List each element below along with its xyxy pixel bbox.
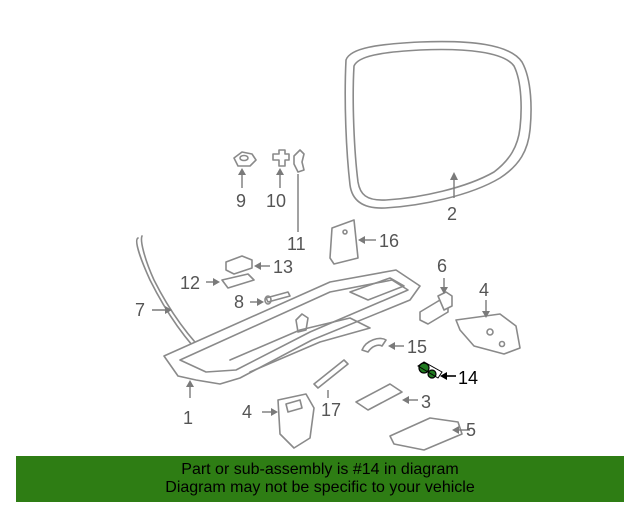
banner-line-2: Diagram may not be specific to your vehi… [165, 479, 475, 496]
part-16-pad[interactable] [329, 219, 359, 265]
part-2-weatherstrip[interactable] [344, 40, 532, 209]
callout-16: 16 [379, 231, 399, 251]
callout-7: 7 [135, 300, 145, 320]
part-10-bumper[interactable] [272, 149, 290, 167]
callout-11: 11 [287, 234, 306, 254]
part-17-strip[interactable] [313, 359, 349, 389]
callout-15: 15 [407, 337, 427, 357]
callout-12: 12 [180, 273, 200, 293]
callout-10: 10 [266, 191, 286, 211]
callout-1: 1 [183, 408, 193, 428]
info-banner: Part or sub-assembly is #14 in diagram D… [16, 456, 624, 502]
part-15-clip[interactable] [361, 337, 387, 353]
part-5-bracket[interactable] [389, 417, 463, 451]
part-11-bracket[interactable] [293, 149, 305, 173]
callout-8: 8 [234, 292, 244, 312]
part-8-bolt[interactable] [264, 291, 291, 305]
callout-4-right: 4 [479, 280, 489, 300]
part-9-clip[interactable] [233, 151, 257, 167]
part-6-actuator[interactable] [419, 291, 453, 325]
callout-2: 2 [447, 204, 457, 224]
part-4-hinge-left[interactable] [277, 393, 315, 449]
part-14-fastener[interactable] [417, 361, 443, 379]
part-1-liftgate-panel[interactable] [163, 269, 421, 385]
part-3-trim[interactable] [355, 383, 403, 411]
callout-6: 6 [437, 256, 447, 276]
callout-13: 13 [273, 257, 293, 277]
parts-diagram: 1 2 3 4 4 5 6 7 8 9 10 11 12 13 14 15 16… [135, 40, 532, 451]
part-12-plate[interactable] [221, 273, 255, 289]
callout-4-left: 4 [242, 402, 252, 422]
part-13-striker[interactable] [225, 255, 253, 275]
callout-14: 14 [458, 368, 478, 388]
callout-17: 17 [321, 400, 341, 420]
part-4-hinge-right[interactable] [455, 313, 521, 355]
callout-3: 3 [421, 392, 431, 412]
callout-5: 5 [466, 420, 476, 440]
callout-9: 9 [236, 191, 246, 211]
banner-line-1: Part or sub-assembly is #14 in diagram [181, 461, 459, 478]
